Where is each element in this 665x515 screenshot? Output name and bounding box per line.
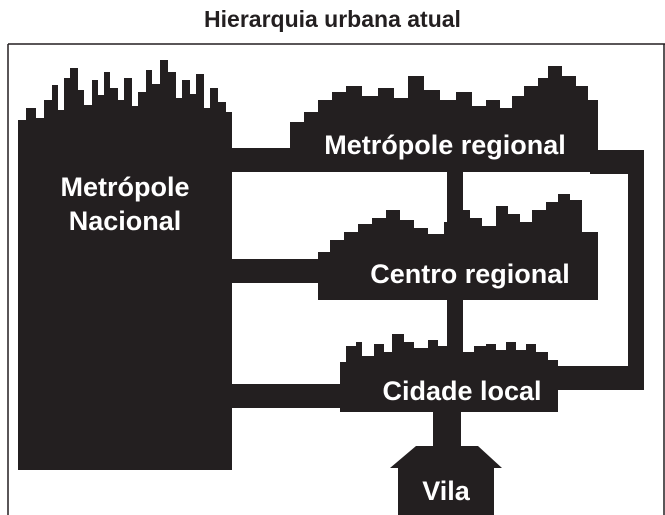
node-centro-regional: [318, 194, 598, 300]
metropole-nacional-label-line2: Nacional: [69, 206, 182, 236]
connector-nacional-cidade: [230, 384, 350, 408]
centro-regional-skyline: [318, 194, 598, 300]
metropole-regional-label: Metrópole regional: [324, 130, 566, 160]
metropole-nacional-skyline: [18, 60, 232, 470]
diagram-title: Hierarquia urbana atual: [204, 6, 461, 32]
connector-right-cidade: [555, 366, 644, 390]
frame: [7, 43, 665, 515]
cidade-local-skyline: [340, 334, 558, 412]
node-vila: [390, 438, 502, 515]
centro-regional-label: Centro regional: [370, 259, 570, 289]
vila-house: [390, 438, 502, 515]
vila-label: Vila: [422, 476, 471, 506]
connector-right-vertical: [628, 150, 644, 390]
connector-nacional-regional: [230, 148, 290, 172]
connector-nacional-centro: [230, 259, 330, 283]
node-metropole-regional: [290, 66, 598, 172]
node-metropole-nacional: [18, 60, 232, 470]
metropole-nacional-label-line1: Metrópole: [60, 172, 189, 202]
node-cidade-local: [340, 334, 558, 412]
metropole-regional-skyline: [290, 66, 598, 172]
cidade-local-label: Cidade local: [382, 376, 541, 406]
